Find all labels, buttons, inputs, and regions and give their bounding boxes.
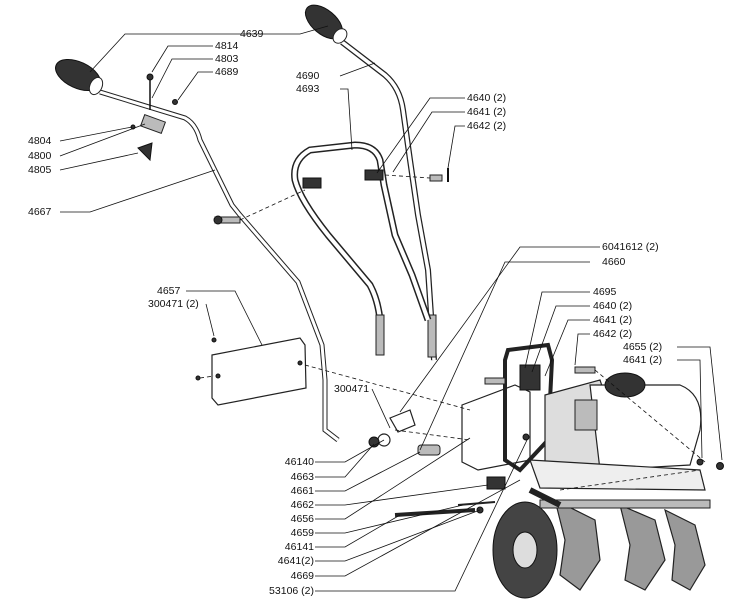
label-4640-frame: 4640 (2) (593, 300, 633, 312)
handle-hardware (130, 73, 449, 225)
label-4641-axle: 4641(2) (277, 555, 314, 567)
right-handle-bar (340, 39, 437, 361)
leader-lines (59, 25, 723, 592)
label-4641-frame: 4641 (2) (593, 314, 633, 326)
label-53106: 53106 (2) (269, 585, 314, 597)
label-4663: 4663 (290, 471, 314, 483)
frame-hardware (368, 366, 724, 517)
label-4667: 4667 (28, 206, 52, 218)
label-4639: 4639 (240, 28, 264, 40)
label-4656: 4656 (290, 513, 314, 525)
tiller-tines (539, 498, 711, 591)
label-4669: 4669 (290, 570, 314, 582)
shield-plate (195, 337, 307, 406)
label-4640-handle: 4640 (2) (467, 92, 507, 104)
label-4803: 4803 (215, 53, 239, 65)
label-4641-wheel: 4641 (2) (623, 354, 663, 366)
label-46141: 46141 (284, 541, 314, 553)
label-4641-handle: 4641 (2) (467, 106, 507, 118)
tiller-wheel (492, 501, 558, 599)
label-4695: 4695 (593, 286, 617, 298)
tiller-frame (461, 342, 706, 491)
label-4660: 4660 (602, 256, 626, 268)
left-handle-grip (55, 58, 104, 96)
label-4800: 4800 (28, 150, 52, 162)
assembly-lines (199, 174, 706, 491)
label-4814: 4814 (215, 40, 239, 52)
left-handle-bar (99, 89, 340, 442)
label-4662: 4662 (290, 499, 314, 511)
label-4690: 4690 (296, 70, 320, 82)
label-4659: 4659 (290, 527, 314, 539)
label-4657: 4657 (157, 285, 181, 297)
handle-loop (291, 141, 432, 356)
label-4661: 4661 (290, 485, 314, 497)
label-4693: 4693 (296, 83, 320, 95)
label-4805: 4805 (28, 164, 52, 176)
label-300471-shield: 300471 (2) (148, 298, 199, 310)
label-4642-handle: 4642 (2) (467, 120, 507, 132)
label-4655: 4655 (2) (623, 341, 663, 353)
label-4804: 4804 (28, 135, 52, 147)
label-6041612: 6041612 (2) (602, 241, 659, 253)
label-46140: 46140 (284, 456, 314, 468)
label-4689: 4689 (215, 66, 239, 78)
right-handle-grip (304, 4, 348, 44)
label-300471-frame: 300471 (334, 383, 370, 395)
label-4642-frame: 4642 (2) (593, 328, 633, 340)
